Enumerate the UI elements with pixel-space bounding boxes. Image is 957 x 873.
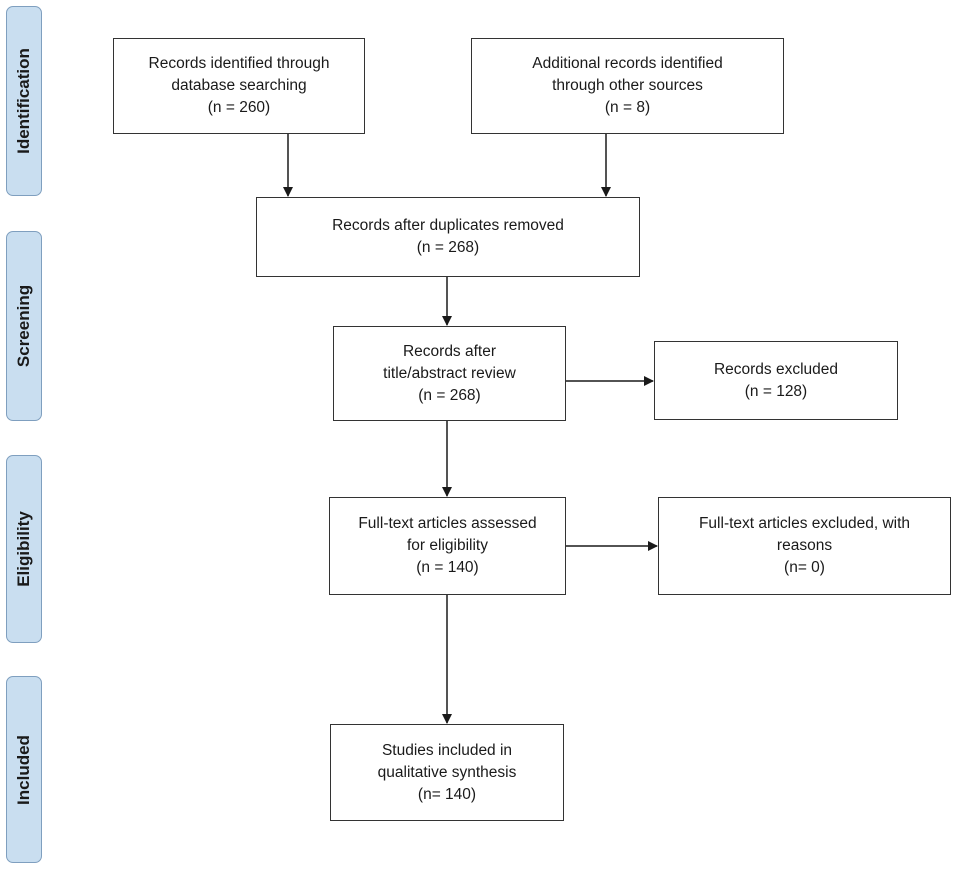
box-database-searching-line-2: database searching [171,77,307,94]
box-database-searching-line-1: Records identified through [148,55,330,72]
box-title-abstract-review-count: (n = 268) [418,386,481,404]
box-database-searching: Records identified through database sear… [113,38,365,134]
box-title-abstract-review-line-1: Records after [402,342,497,360]
stage-screening: Screening [6,231,42,421]
box-full-text-assessed-count: (n = 140) [416,559,479,576]
box-other-sources: Additional records identified through ot… [471,38,784,134]
box-title-abstract-review-line-2: title/abstract review [383,364,516,382]
box-full-text-excluded-line-1: Full-text articles excluded, with [698,515,911,532]
box-full-text-excluded: Full-text articles excluded, with reason… [658,497,951,595]
stage-eligibility: Eligibility [6,455,42,643]
box-full-text-excluded-line-2: reasons [776,537,833,554]
box-full-text-assessed: Full-text articles assessed for eligibil… [329,497,566,595]
box-full-text-assessed-line-1: Full-text articles assessed [358,515,537,532]
box-studies-included-line-1: Studies included in [381,741,513,759]
box-studies-included: Studies included in qualitative synthesi… [330,724,564,821]
box-other-sources-count: (n = 8) [604,99,651,116]
box-other-sources-line-2: through other sources [552,77,703,94]
box-studies-included-count: (n= 140) [417,785,477,803]
stage-identification: Identification [6,6,42,196]
box-duplicates-removed-count: (n = 268) [416,239,480,256]
box-full-text-assessed-line-2: for eligibility [407,537,488,554]
box-other-sources-line-1: Additional records identified [532,55,723,72]
box-duplicates-removed-line-1: Records after duplicates removed [332,217,564,234]
box-records-excluded-line-1: Records excluded [713,360,839,378]
box-database-searching-count: (n = 260) [207,99,271,116]
box-title-abstract-review: Records after title/abstract review (n =… [333,326,566,421]
box-full-text-excluded-count: (n= 0) [784,559,825,576]
box-records-excluded: Records excluded (n = 128) [654,341,898,420]
box-records-excluded-count: (n = 128) [744,382,808,400]
box-duplicates-removed: Records after duplicates removed (n = 26… [256,197,640,277]
stage-included: Included [6,676,42,863]
box-studies-included-line-2: qualitative synthesis [377,763,517,781]
